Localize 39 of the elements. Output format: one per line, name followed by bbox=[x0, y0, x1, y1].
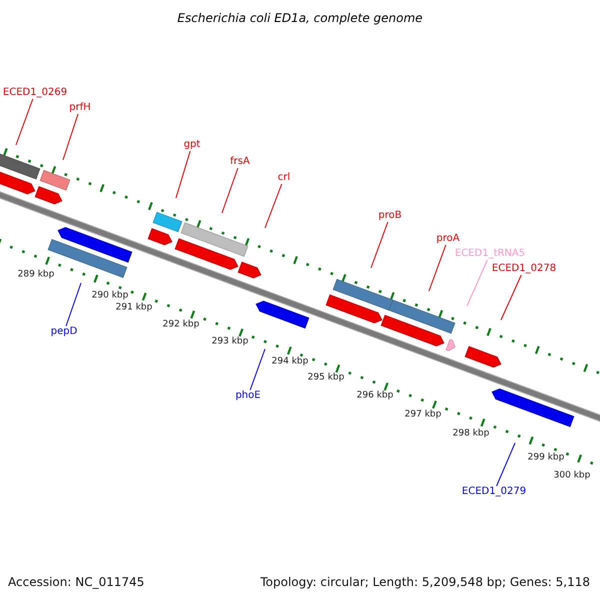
gene-label: ECED1_tRNA5 bbox=[454, 249, 526, 259]
leader-line bbox=[16, 98, 34, 146]
leader-line bbox=[222, 168, 238, 214]
scale-label: 290 kbp bbox=[92, 292, 128, 300]
scale-label: 298 kbp bbox=[452, 430, 490, 438]
gene-label: pepD bbox=[50, 327, 78, 337]
gene-label: prfH bbox=[69, 103, 91, 113]
leader-line bbox=[264, 184, 282, 228]
leader-line bbox=[370, 222, 388, 268]
leader-line bbox=[66, 282, 82, 326]
accession-text: Accession: NC_011745 bbox=[8, 576, 144, 588]
gene-label: gpt bbox=[184, 140, 200, 150]
gene-label: ECED1_0278 bbox=[492, 264, 556, 274]
gene-label: ECED1_0279 bbox=[462, 487, 526, 497]
scale-label: 296 kbp bbox=[356, 392, 394, 400]
scale-label: 292 kbp bbox=[162, 320, 200, 330]
map-title: Escherichia coli ED1a, complete genome bbox=[177, 12, 423, 24]
gene-label: ECED1_0269 bbox=[2, 88, 68, 98]
gene-label: proA bbox=[436, 234, 460, 244]
gene-label: proB bbox=[378, 211, 402, 221]
gene-label: crl bbox=[278, 173, 290, 183]
scale-label: 300 kbp bbox=[554, 472, 590, 480]
genome-stats-text: Topology: circular; Length: 5,209,548 bp; Genes: 5,118 bbox=[260, 576, 590, 588]
leader-line bbox=[496, 442, 516, 486]
leader-line bbox=[500, 274, 522, 320]
leader-line bbox=[176, 150, 191, 198]
scale-label: 289 kbp bbox=[18, 270, 54, 280]
scale-label: 299 kbp bbox=[528, 454, 564, 462]
gene-label: phoE bbox=[235, 391, 261, 401]
leader-line bbox=[466, 260, 488, 306]
gene-label: frsA bbox=[230, 157, 250, 167]
scale-label: 297 kbp bbox=[404, 410, 442, 420]
leader-line bbox=[250, 348, 266, 390]
scale-label: 293 kbp bbox=[212, 338, 248, 346]
leader-line bbox=[428, 244, 446, 292]
leader-line bbox=[62, 114, 79, 160]
scale-label: 295 kbp bbox=[308, 374, 344, 382]
scale-label: 294 kbp bbox=[272, 358, 308, 366]
scale-label: 291 kbp bbox=[116, 304, 152, 312]
